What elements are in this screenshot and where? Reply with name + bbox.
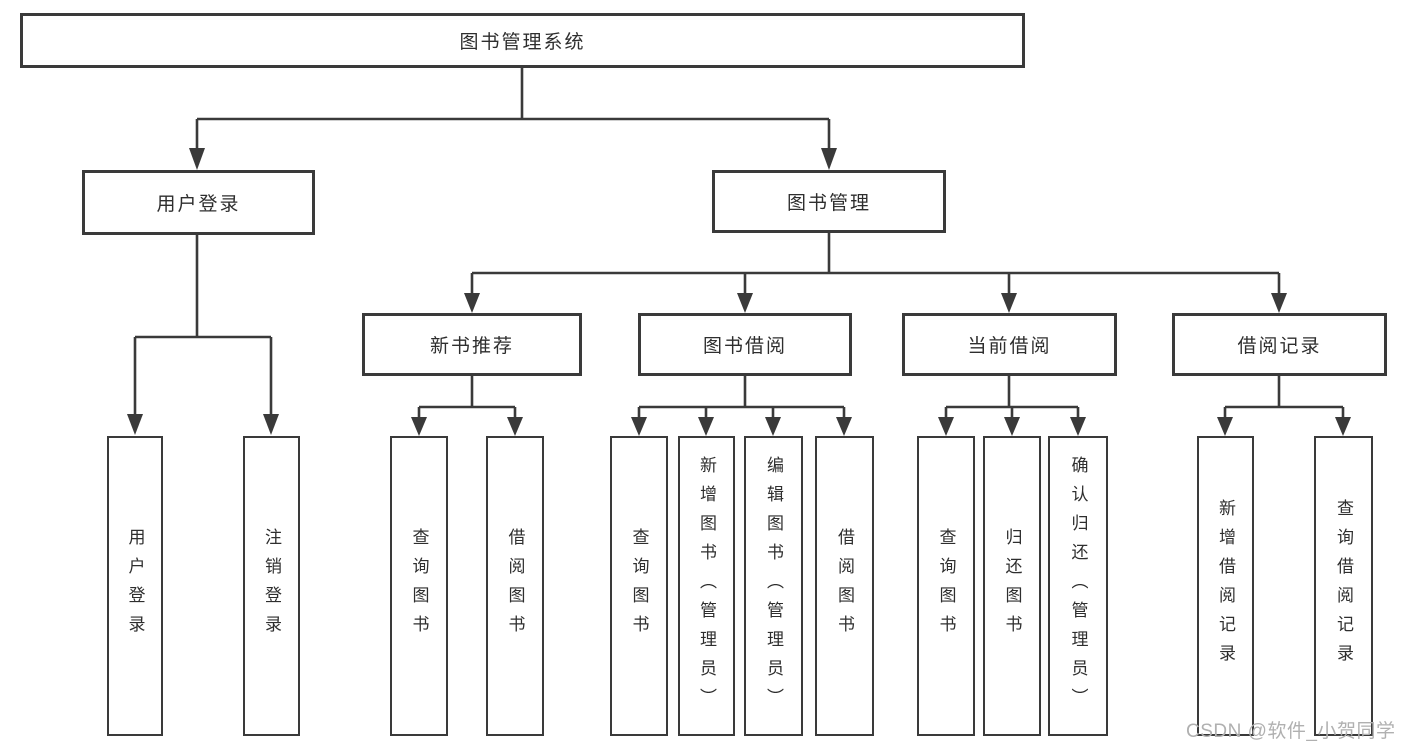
leaf-query-books: 查询图书 — [390, 436, 448, 736]
leaf-borrow-books-label: 借阅图书 — [835, 528, 854, 644]
node-root-label: 图书管理系统 — [459, 32, 586, 53]
node-user-login-label: 用户登录 — [156, 194, 241, 215]
leaf-confirm-return-admin-label: 确认归还（管理员） — [1068, 455, 1088, 717]
node-user-login: 用户登录 — [82, 170, 315, 235]
node-current-borrow: 当前借阅 — [902, 313, 1117, 376]
leaf-logout: 注销登录 — [243, 436, 300, 736]
node-borrow-records: 借阅记录 — [1172, 313, 1387, 376]
leaf-query-borrow-record-label: 查询借阅记录 — [1334, 499, 1353, 673]
leaf-query-books: 查询图书 — [917, 436, 975, 736]
leaf-add-borrow-record: 新增借阅记录 — [1197, 436, 1254, 736]
leaf-borrow-books: 借阅图书 — [486, 436, 544, 736]
node-current-borrow-label: 当前借阅 — [967, 336, 1052, 357]
leaf-borrow-books-label: 借阅图书 — [505, 528, 525, 644]
leaf-add-book-admin-label: 新增图书（管理员） — [697, 455, 716, 717]
connector-root-to-level2 — [189, 68, 837, 170]
leaf-return-book-label: 归还图书 — [1002, 528, 1022, 644]
node-book-management-label: 图书管理 — [786, 193, 871, 214]
connector-book-management-to-groups — [464, 233, 1287, 313]
leaf-query-borrow-record: 查询借阅记录 — [1314, 436, 1373, 736]
watermark: CSDN @软件_小贺同学 — [1186, 721, 1396, 742]
node-root: 图书管理系统 — [20, 13, 1025, 68]
leaf-confirm-return-admin: 确认归还（管理员） — [1048, 436, 1108, 736]
leaf-query-books-label: 查询图书 — [629, 528, 649, 644]
leaf-add-book-admin: 新增图书（管理员） — [678, 436, 735, 736]
leaf-edit-book-admin-label: 编辑图书（管理员） — [764, 455, 783, 717]
node-new-book-recommend-label: 新书推荐 — [429, 336, 514, 357]
node-book-management: 图书管理 — [712, 170, 946, 233]
leaf-return-book: 归还图书 — [983, 436, 1041, 736]
leaf-user-login: 用户登录 — [107, 436, 163, 736]
leaf-user-login-label: 用户登录 — [125, 528, 145, 644]
leaf-add-borrow-record-label: 新增借阅记录 — [1216, 499, 1235, 673]
connector-user-login-to-children — [127, 235, 279, 435]
leaf-edit-book-admin: 编辑图书（管理员） — [744, 436, 803, 736]
connector-current-borrow-to-children — [938, 376, 1086, 436]
node-book-borrow: 图书借阅 — [638, 313, 852, 376]
leaf-borrow-books: 借阅图书 — [815, 436, 874, 736]
leaf-query-books-label: 查询图书 — [409, 528, 429, 644]
node-book-borrow-label: 图书借阅 — [702, 336, 787, 357]
connector-new-book-recommend-to-children — [411, 376, 523, 436]
node-new-book-recommend: 新书推荐 — [362, 313, 582, 376]
leaf-logout-label: 注销登录 — [262, 528, 281, 644]
node-borrow-records-label: 借阅记录 — [1237, 336, 1322, 357]
leaf-query-books: 查询图书 — [610, 436, 668, 736]
connector-borrow-records-to-children — [1217, 376, 1351, 436]
leaf-query-books-label: 查询图书 — [936, 528, 956, 644]
connector-book-borrow-to-children — [631, 376, 852, 436]
